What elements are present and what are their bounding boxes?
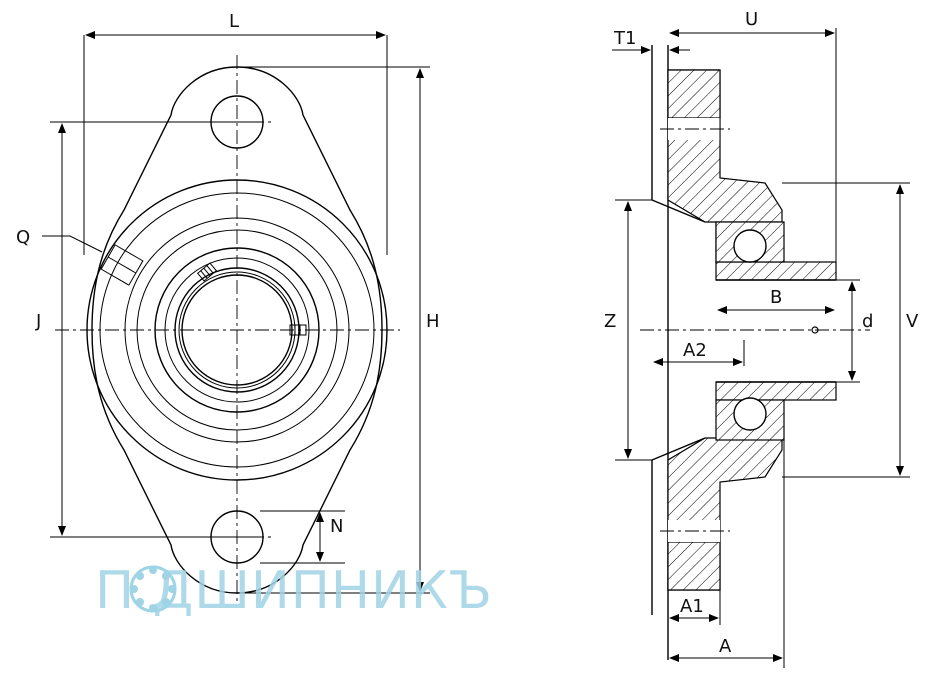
label-B: B (770, 287, 782, 308)
front-view: L J H Q N (16, 11, 440, 605)
label-Z: Z (604, 311, 616, 332)
label-A: A (719, 636, 732, 657)
watermark-bearing-icon (129, 565, 177, 613)
inner-ring-lower (715, 381, 837, 401)
label-A2: A2 (683, 340, 707, 361)
label-H: H (426, 311, 440, 332)
label-U: U (745, 9, 758, 30)
dim-Q-leader (42, 235, 103, 253)
ball-upper (733, 229, 767, 263)
section-view: T1 U Z B d V A2 A1 A (604, 9, 919, 668)
label-J: J (35, 311, 41, 332)
inner-ring-upper (715, 261, 837, 281)
label-N: N (330, 516, 343, 537)
set-screw-hole (811, 326, 819, 334)
grease-nipple (100, 244, 144, 286)
housing-section-lower-flange (667, 541, 721, 591)
set-screw-top (196, 262, 218, 282)
label-Q: Q (16, 227, 30, 248)
ball-lower (733, 397, 767, 431)
housing-section-upper-flange (667, 69, 721, 119)
label-V: V (906, 311, 919, 332)
label-d: d (862, 311, 873, 332)
label-A1: A1 (680, 596, 704, 617)
label-L: L (229, 11, 239, 32)
label-T1: T1 (613, 28, 636, 49)
